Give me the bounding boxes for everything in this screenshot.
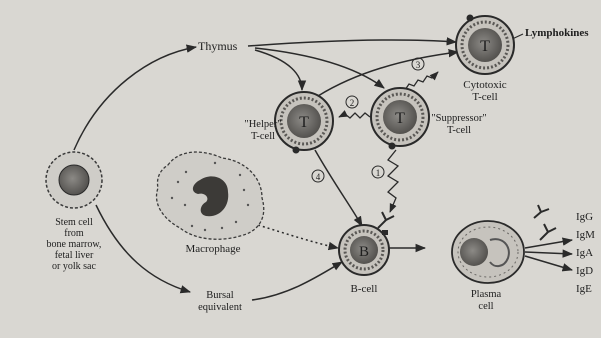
t-letter-cytotoxic: T	[480, 38, 490, 55]
suppressor-label-line-2: T-cell	[447, 125, 471, 136]
t-letter-suppressor: T	[395, 110, 405, 127]
helper-label-line-2: T-cell	[251, 131, 275, 142]
antibody-icon	[534, 205, 549, 218]
plasma-label-line-2: cell	[478, 301, 493, 312]
zigzag-arrow-suppressor-to-bcell	[388, 150, 398, 212]
arrow-thymus-to-cytotoxic	[248, 40, 456, 46]
macrophage-cell	[157, 152, 264, 239]
ig-label-igg: IgG	[576, 211, 593, 223]
step-number-1: 1	[376, 168, 381, 178]
suppressor-label-line-1: "Suppressor"	[431, 113, 486, 124]
plasma-label-line-1: Plasma	[471, 289, 502, 300]
stem-cell-label-line-4: fetal liver	[55, 250, 94, 261]
plasma-cell	[452, 221, 524, 283]
bcell-label: B-cell	[351, 283, 378, 295]
step-number-4: 4	[316, 172, 321, 182]
stem-cell	[46, 152, 102, 208]
receptor-icon	[378, 212, 394, 228]
helper-t-cell: T	[275, 92, 333, 154]
step-number-2: 2	[350, 98, 355, 108]
arrow-plasma-to-ig-2	[525, 252, 572, 254]
cytotoxic-label-line-2: T-cell	[472, 91, 497, 103]
step-number-3: 3	[416, 60, 421, 70]
ig-label-igm: IgM	[576, 229, 595, 241]
cytotoxic-t-cell: T	[456, 15, 514, 75]
arrow-stem-to-thymus	[74, 47, 196, 150]
b-letter: B	[359, 244, 369, 260]
ig-label-igd: IgD	[576, 265, 593, 277]
stem-cell-label-line-2: from	[64, 228, 84, 239]
bursal-label-line-2: equivalent	[198, 302, 242, 313]
stem-cell-label-line-3: bone marrow,	[47, 239, 102, 250]
lymphokines-label: Lymphokines	[525, 27, 589, 39]
b-cell: B	[339, 212, 394, 275]
t-letter-helper: T	[299, 114, 309, 131]
ig-label-iga: IgA	[576, 247, 593, 259]
stem-cell-label-line-1: Stem cell	[55, 217, 93, 228]
arrow-plasma-to-ig-3	[525, 256, 572, 270]
thymus-label: Thymus	[198, 39, 238, 53]
wavy-arrow-suppressor-to-cytotoxic	[405, 72, 438, 90]
arrow-helper-to-bcell	[315, 150, 362, 226]
arrow-thymus-to-suppressor	[255, 48, 384, 88]
helper-label-line-1: "Helper"	[244, 119, 281, 130]
arrow-macrophage-to-bcell	[258, 225, 338, 248]
stem-cell-label-line-5: or yolk sac	[52, 261, 96, 272]
antibody-icon	[540, 224, 556, 240]
antibody-icons	[534, 205, 556, 240]
ig-label-ige: IgE	[576, 283, 592, 295]
arrow-helper-to-cytotoxic	[318, 52, 458, 96]
wavy-arrow-suppressor-to-helper	[339, 113, 370, 118]
arrow-thymus-to-helper	[255, 50, 302, 90]
arrow-plasma-to-ig-1	[525, 240, 572, 248]
bursal-label-line-1: Bursal	[206, 290, 233, 301]
suppressor-t-cell: T	[371, 88, 429, 150]
cytotoxic-label-line-1: Cytotoxic	[463, 79, 507, 91]
macrophage-label: Macrophage	[186, 243, 241, 255]
arrow-bursal-to-bcell	[252, 262, 342, 300]
